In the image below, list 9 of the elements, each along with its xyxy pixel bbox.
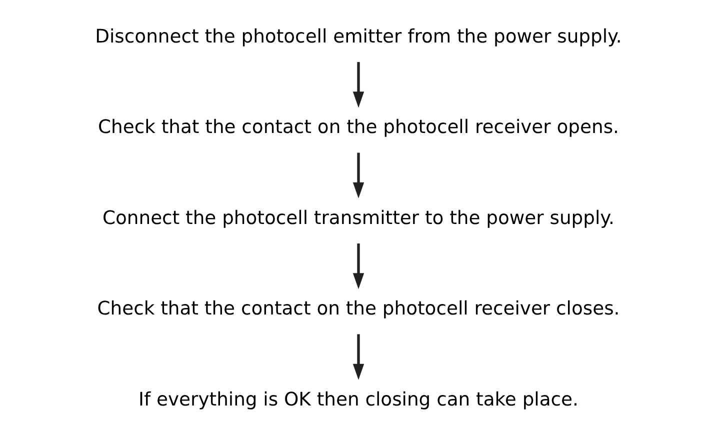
arrow [352,152,364,198]
node-text: Check that the contact on the photocell receiver opens. [98,117,618,138]
arrow [352,62,364,108]
arrow [352,243,364,290]
node-text: Disconnect the photocell emitter from the power supply. [94,26,622,48]
node-text: If everything is OK then closing can take place. [138,389,578,410]
arrow [352,334,364,380]
node-text: Check that the contact on the photocell receiver closes. [96,298,620,320]
node-text: Connect the photocell transmitter to the power supply. [102,208,614,229]
